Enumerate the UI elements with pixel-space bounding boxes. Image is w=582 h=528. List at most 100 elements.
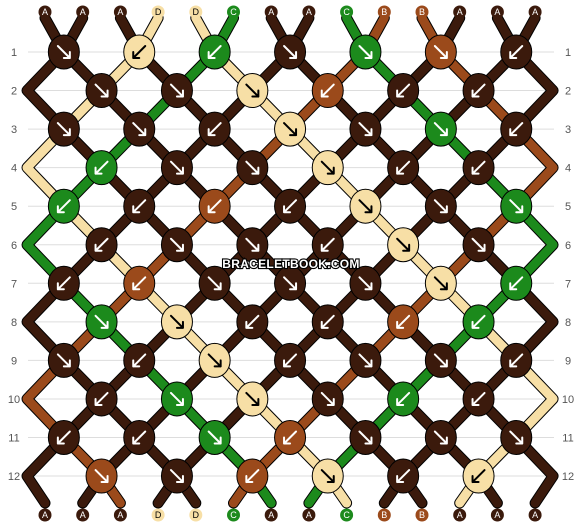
knot (349, 420, 382, 455)
arrow-down-right-icon (471, 237, 486, 252)
top-string-label-swatch (227, 5, 240, 19)
bottom-string-label-swatch (340, 508, 354, 522)
bottom-string-label-swatch (302, 508, 316, 522)
row-number-left: 4 (11, 163, 17, 175)
knot (311, 150, 344, 186)
top-string-label: B (419, 7, 425, 17)
row-number-right: 10 (562, 394, 574, 406)
arrow-down-left-icon (509, 276, 524, 291)
arrow-down-right-icon (358, 430, 373, 445)
arrow-down-left-icon (207, 122, 222, 137)
arrow-down-right-icon (169, 314, 184, 329)
arrow-down-left-icon (283, 199, 298, 214)
watermark: BRACELETBOOK.COM (222, 257, 359, 271)
top-string-label-swatch (264, 5, 278, 19)
arrow-down-left-icon (396, 83, 411, 98)
top-string-label: A (268, 7, 274, 17)
arrow-down-right-icon (169, 469, 184, 484)
arrow-down-left-icon (132, 199, 147, 214)
arrow-down-left-icon (207, 45, 222, 59)
top-string-label-swatch (189, 5, 203, 19)
arrow-down-left-icon (94, 160, 109, 175)
knot (387, 150, 420, 186)
arrow-down-left-icon (56, 430, 71, 445)
top-string-label-swatch (302, 5, 316, 19)
knot (85, 381, 118, 417)
knot (387, 381, 420, 417)
knot (85, 150, 118, 186)
arrow-down-right-icon (320, 469, 335, 484)
row-number-right: 2 (565, 86, 571, 98)
knot (236, 381, 269, 417)
arrow-down-left-icon (132, 276, 147, 291)
row-number-left: 7 (11, 278, 17, 290)
arrow-down-right-icon (169, 391, 184, 406)
knot (198, 265, 231, 301)
knot (387, 73, 420, 109)
bottom-string-label: A (80, 510, 86, 520)
knot (198, 342, 231, 378)
row-number-left: 8 (11, 317, 17, 329)
knot (424, 420, 457, 455)
arrow-down-right-icon (169, 160, 184, 175)
arrow-down-left-icon (283, 430, 298, 445)
arrow-down-right-icon (207, 353, 222, 368)
arrow-down-left-icon (320, 314, 335, 329)
bottom-string-label: A (117, 510, 123, 520)
knot (311, 458, 344, 494)
bottom-string-label-swatch (151, 508, 165, 522)
knot (236, 227, 269, 263)
top-string-label-swatch (151, 5, 165, 19)
knot (424, 34, 457, 70)
arrow-down-right-icon (358, 199, 373, 214)
knot (160, 381, 193, 417)
knot (500, 420, 533, 455)
arrow-down-left-icon (396, 160, 411, 175)
top-string-label: A (494, 7, 500, 17)
top-string-label-swatch (490, 5, 504, 19)
arrow-down-left-icon (94, 391, 109, 406)
top-string-label: C (343, 7, 350, 17)
row-number-right: 11 (562, 433, 573, 445)
arrow-down-left-icon (283, 353, 298, 368)
knot (274, 34, 307, 70)
bottom-string-label: A (494, 510, 500, 520)
bottom-string-label-swatch (377, 508, 391, 522)
knot (198, 188, 231, 224)
arrow-down-right-icon (283, 122, 298, 137)
arrow-down-right-icon (358, 353, 373, 368)
top-string-label-swatch (113, 5, 127, 19)
arrow-down-right-icon (433, 122, 448, 137)
bottom-string-label: A (457, 510, 463, 520)
arrow-down-left-icon (132, 430, 147, 445)
bottom-string-label-swatch (76, 508, 90, 522)
arrow-down-left-icon (471, 314, 486, 329)
knot (462, 150, 495, 186)
knot (47, 342, 80, 378)
knot (462, 458, 495, 494)
row-number-left: 5 (11, 201, 17, 213)
row-number-left: 3 (11, 124, 17, 136)
knot (462, 381, 495, 417)
top-string-label-swatch (340, 5, 354, 19)
top-string-label: A (457, 7, 463, 17)
knot (236, 73, 269, 109)
row-number-right: 6 (565, 240, 571, 252)
top-string-label-swatch (76, 5, 90, 19)
knot (47, 420, 80, 455)
knot (236, 304, 269, 340)
knot (311, 227, 344, 263)
bottom-string-label-swatch (453, 508, 467, 522)
arrow-down-right-icon (245, 237, 260, 252)
knot (160, 73, 193, 109)
arrow-down-left-icon (320, 237, 335, 252)
arrow-down-right-icon (56, 122, 71, 137)
knot (387, 304, 420, 340)
arrow-down-right-icon (320, 391, 335, 406)
row-number-right: 3 (565, 124, 571, 136)
arrow-down-right-icon (320, 160, 335, 175)
arrow-down-right-icon (509, 430, 524, 445)
arrow-down-right-icon (56, 45, 71, 59)
arrow-down-left-icon (396, 391, 411, 406)
